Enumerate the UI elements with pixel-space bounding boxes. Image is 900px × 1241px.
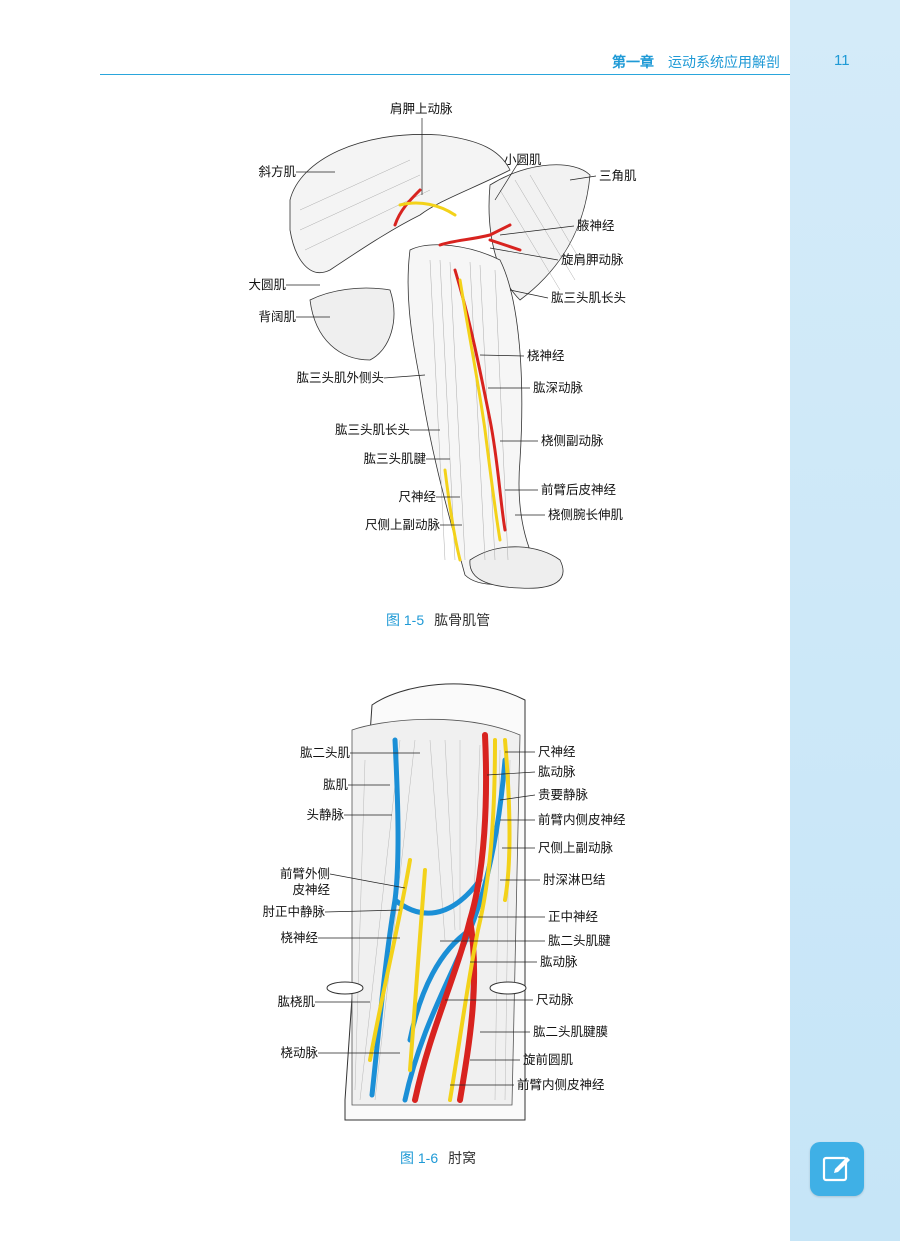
figure-cubital-fossa: 肱二头肌 肱肌 头静脉 前臂外侧 皮神经 肘正中静脉 桡神经 肱桡肌 桡动脉 尺… — [262, 683, 626, 1168]
figure1-caption-title: 肱骨肌管 — [434, 613, 491, 629]
label-circumflex-scapular-artery: 旋肩胛动脉 — [561, 252, 624, 267]
label-basilic-vein: 贵要静脉 — [538, 787, 589, 802]
figure2-caption: 图 1-6 肘窝 — [400, 1148, 476, 1168]
label-radial-nerve-fig1: 桡神经 — [527, 348, 565, 363]
label-deep-cubital-lymph-node: 肘深淋巴结 — [543, 872, 606, 887]
label-pronator-teres: 旋前圆肌 — [523, 1052, 574, 1067]
label-deep-brachial-artery: 肱深动脉 — [533, 380, 584, 395]
label-superior-ulnar-collateral-artery-fig2: 尺侧上副动脉 — [538, 840, 614, 855]
label-triceps-long-head-left: 肱三头肌长头 — [334, 422, 410, 437]
label-suprascapular-artery: 肩胛上动脉 — [390, 101, 453, 116]
label-median-nerve: 正中神经 — [548, 909, 599, 924]
label-triceps-lateral-head: 肱三头肌外侧头 — [296, 370, 384, 385]
figure-humeral-canal: 斜方肌 大圆肌 背阔肌 肱三头肌外侧头 肱三头肌长头 肱三头肌腱 尺神经 尺侧上… — [0, 0, 790, 640]
label-posterior-antebrachial-cutaneous-nerve: 前臂后皮神经 — [541, 482, 617, 497]
figure1-caption: 图 1-5 肱骨肌管 — [386, 610, 490, 630]
header-chapter: 第一章运动系统应用解剖 — [612, 52, 780, 72]
page-header: 第一章运动系统应用解剖 — [100, 50, 790, 75]
label-medial-antebrachial-cutaneous-nerve-top: 前臂内侧皮神经 — [538, 812, 626, 827]
page-number: 11 — [834, 52, 850, 69]
edit-note-button[interactable] — [810, 1142, 864, 1196]
label-ulnar-nerve-fig1: 尺神经 — [398, 489, 436, 504]
label-medial-antebrachial-cutaneous-nerve-bottom: 前臂内侧皮神经 — [517, 1077, 605, 1092]
cubital-fossa-illustration — [315, 683, 545, 1121]
figure2-caption-title: 肘窝 — [448, 1151, 477, 1167]
label-cephalic-vein: 头静脉 — [306, 807, 344, 822]
label-radial-artery: 桡动脉 — [280, 1045, 318, 1060]
humeral-canal-illustration — [286, 118, 597, 589]
label-bicipital-aponeurosis: 肱二头肌腱膜 — [533, 1024, 609, 1039]
label-axillary-nerve: 腋神经 — [577, 218, 615, 233]
label-ulnar-nerve-fig2: 尺神经 — [538, 744, 576, 759]
label-brachial-artery-top: 肱动脉 — [538, 764, 576, 779]
label-triceps-long-head-right: 肱三头肌长头 — [551, 290, 627, 305]
label-radial-collateral-artery: 桡侧副动脉 — [541, 433, 604, 448]
label-radial-nerve-fig2: 桡神经 — [280, 930, 318, 945]
figure2-caption-number: 图 1-6 — [400, 1150, 439, 1166]
chapter-title: 运动系统应用解剖 — [668, 55, 780, 71]
label-brachialis: 肱肌 — [322, 777, 348, 792]
label-trapezius: 斜方肌 — [258, 164, 296, 179]
label-ulnar-artery: 尺动脉 — [536, 992, 574, 1007]
side-margin-strip — [790, 0, 900, 1241]
label-extensor-carpi-radialis-longus: 桡侧腕长伸肌 — [548, 507, 624, 522]
label-lateral-antebrachial-line1: 前臂外侧 — [279, 866, 330, 881]
label-biceps-brachii: 肱二头肌 — [299, 745, 350, 760]
label-latissimus-dorsi: 背阔肌 — [258, 309, 296, 324]
label-brachial-artery-lower: 肱动脉 — [540, 954, 578, 969]
label-teres-minor: 小圆肌 — [504, 152, 542, 167]
label-teres-major: 大圆肌 — [248, 277, 286, 292]
label-lateral-antebrachial-line2: 皮神经 — [292, 882, 330, 897]
chapter-number: 第一章 — [612, 55, 654, 71]
label-deltoid: 三角肌 — [599, 168, 637, 183]
label-biceps-tendon: 肱二头肌腱 — [548, 933, 611, 948]
figure1-caption-number: 图 1-5 — [386, 612, 425, 628]
label-median-cubital-vein: 肘正中静脉 — [262, 904, 325, 919]
label-superior-ulnar-collateral-artery: 尺侧上副动脉 — [364, 517, 440, 532]
label-brachioradialis: 肱桡肌 — [277, 994, 315, 1009]
edit-note-icon — [822, 1156, 850, 1182]
label-triceps-tendon: 肱三头肌腱 — [363, 451, 426, 466]
